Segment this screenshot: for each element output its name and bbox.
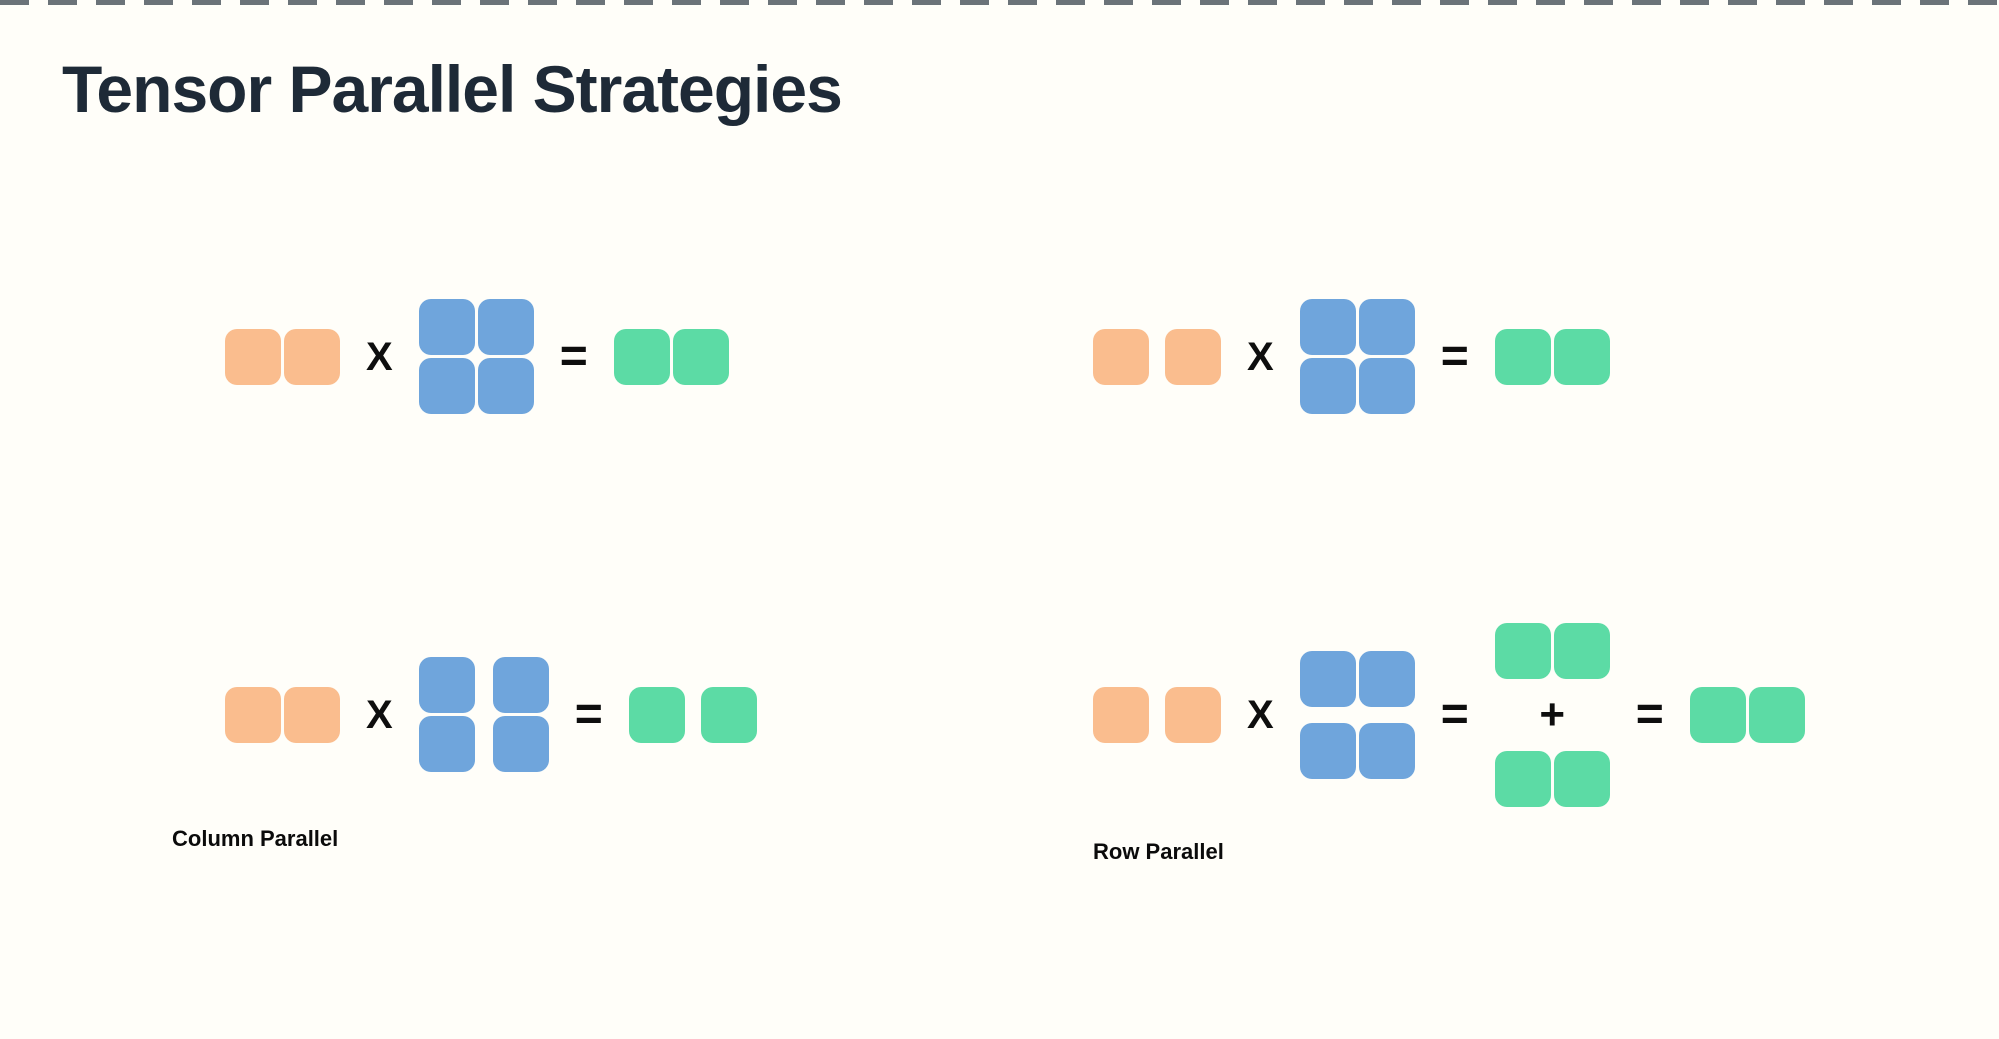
- output-vector: [1689, 687, 1805, 743]
- input-vector-sharded: [1093, 687, 1221, 743]
- weight-matrix: [418, 299, 534, 414]
- weight-block: [418, 358, 475, 414]
- multiply-operator: X: [366, 334, 393, 379]
- weight-block: [492, 716, 549, 772]
- weight-block: [1299, 651, 1356, 707]
- output-block: [1553, 751, 1610, 807]
- equals-operator: =: [1440, 688, 1469, 741]
- weight-matrix: [1299, 299, 1415, 414]
- output-block: [628, 686, 685, 743]
- weight-block: [418, 299, 475, 355]
- output-block: [1494, 623, 1551, 679]
- weight-block: [418, 716, 475, 772]
- input-block: [225, 686, 281, 743]
- weight-block: [477, 299, 534, 355]
- equals-operator: =: [1440, 329, 1469, 383]
- multiply-operator: X: [1247, 334, 1274, 379]
- weight-block: [492, 657, 549, 713]
- output-block: [700, 686, 757, 743]
- output-vector-sharded: [628, 686, 757, 743]
- multiply-operator: X: [366, 692, 393, 737]
- partial-sum-bottom: [1494, 751, 1610, 807]
- output-block: [672, 328, 729, 385]
- input-block: [225, 328, 281, 385]
- weight-block: [1358, 651, 1415, 707]
- partial-sum-top: [1494, 623, 1610, 679]
- input-block: [1165, 328, 1221, 385]
- diagram-top-left: X =: [225, 299, 729, 414]
- equals-operator: =: [574, 687, 603, 741]
- output-block: [1494, 751, 1551, 807]
- input-block: [284, 686, 340, 743]
- input-vector: [225, 686, 340, 743]
- row-parallel-label: Row Parallel: [1093, 839, 1224, 864]
- weight-matrix-column-split: [418, 657, 549, 772]
- output-block: [1689, 687, 1746, 743]
- weight-block: [418, 657, 475, 713]
- weight-block: [1299, 299, 1356, 355]
- weight-block: [1299, 723, 1356, 779]
- input-vector: [225, 328, 340, 385]
- weight-block: [1358, 358, 1415, 414]
- page-title: Tensor Parallel Strategies: [62, 52, 843, 126]
- output-block: [1553, 328, 1610, 385]
- output-block: [1553, 623, 1610, 679]
- diagram-row-parallel: X = + =: [1093, 621, 1805, 809]
- diagram-top-right: X =: [1093, 299, 1610, 414]
- output-vector: [613, 328, 729, 385]
- equals-operator: =: [1635, 688, 1664, 741]
- input-vector-sharded: [1093, 328, 1221, 385]
- output-block: [1748, 687, 1805, 743]
- plus-operator: +: [1539, 690, 1566, 739]
- partial-sum-stack: +: [1494, 623, 1610, 807]
- weight-block: [1358, 723, 1415, 779]
- input-block: [1165, 687, 1221, 743]
- weight-matrix-row-split: [1299, 651, 1415, 779]
- equals-operator: =: [559, 329, 588, 383]
- weight-block: [1358, 299, 1415, 355]
- input-block: [1093, 328, 1149, 385]
- weight-block: [477, 358, 534, 414]
- output-vector: [1494, 328, 1610, 385]
- output-block: [1494, 328, 1551, 385]
- diagram-column-parallel: X =: [225, 657, 757, 772]
- input-block: [1093, 687, 1149, 743]
- column-parallel-label: Column Parallel: [172, 826, 339, 851]
- multiply-operator: X: [1247, 693, 1274, 737]
- top-edge-squares-decoration: [0, 0, 1999, 5]
- input-block: [284, 328, 340, 385]
- weight-block: [1299, 358, 1356, 414]
- output-block: [613, 328, 670, 385]
